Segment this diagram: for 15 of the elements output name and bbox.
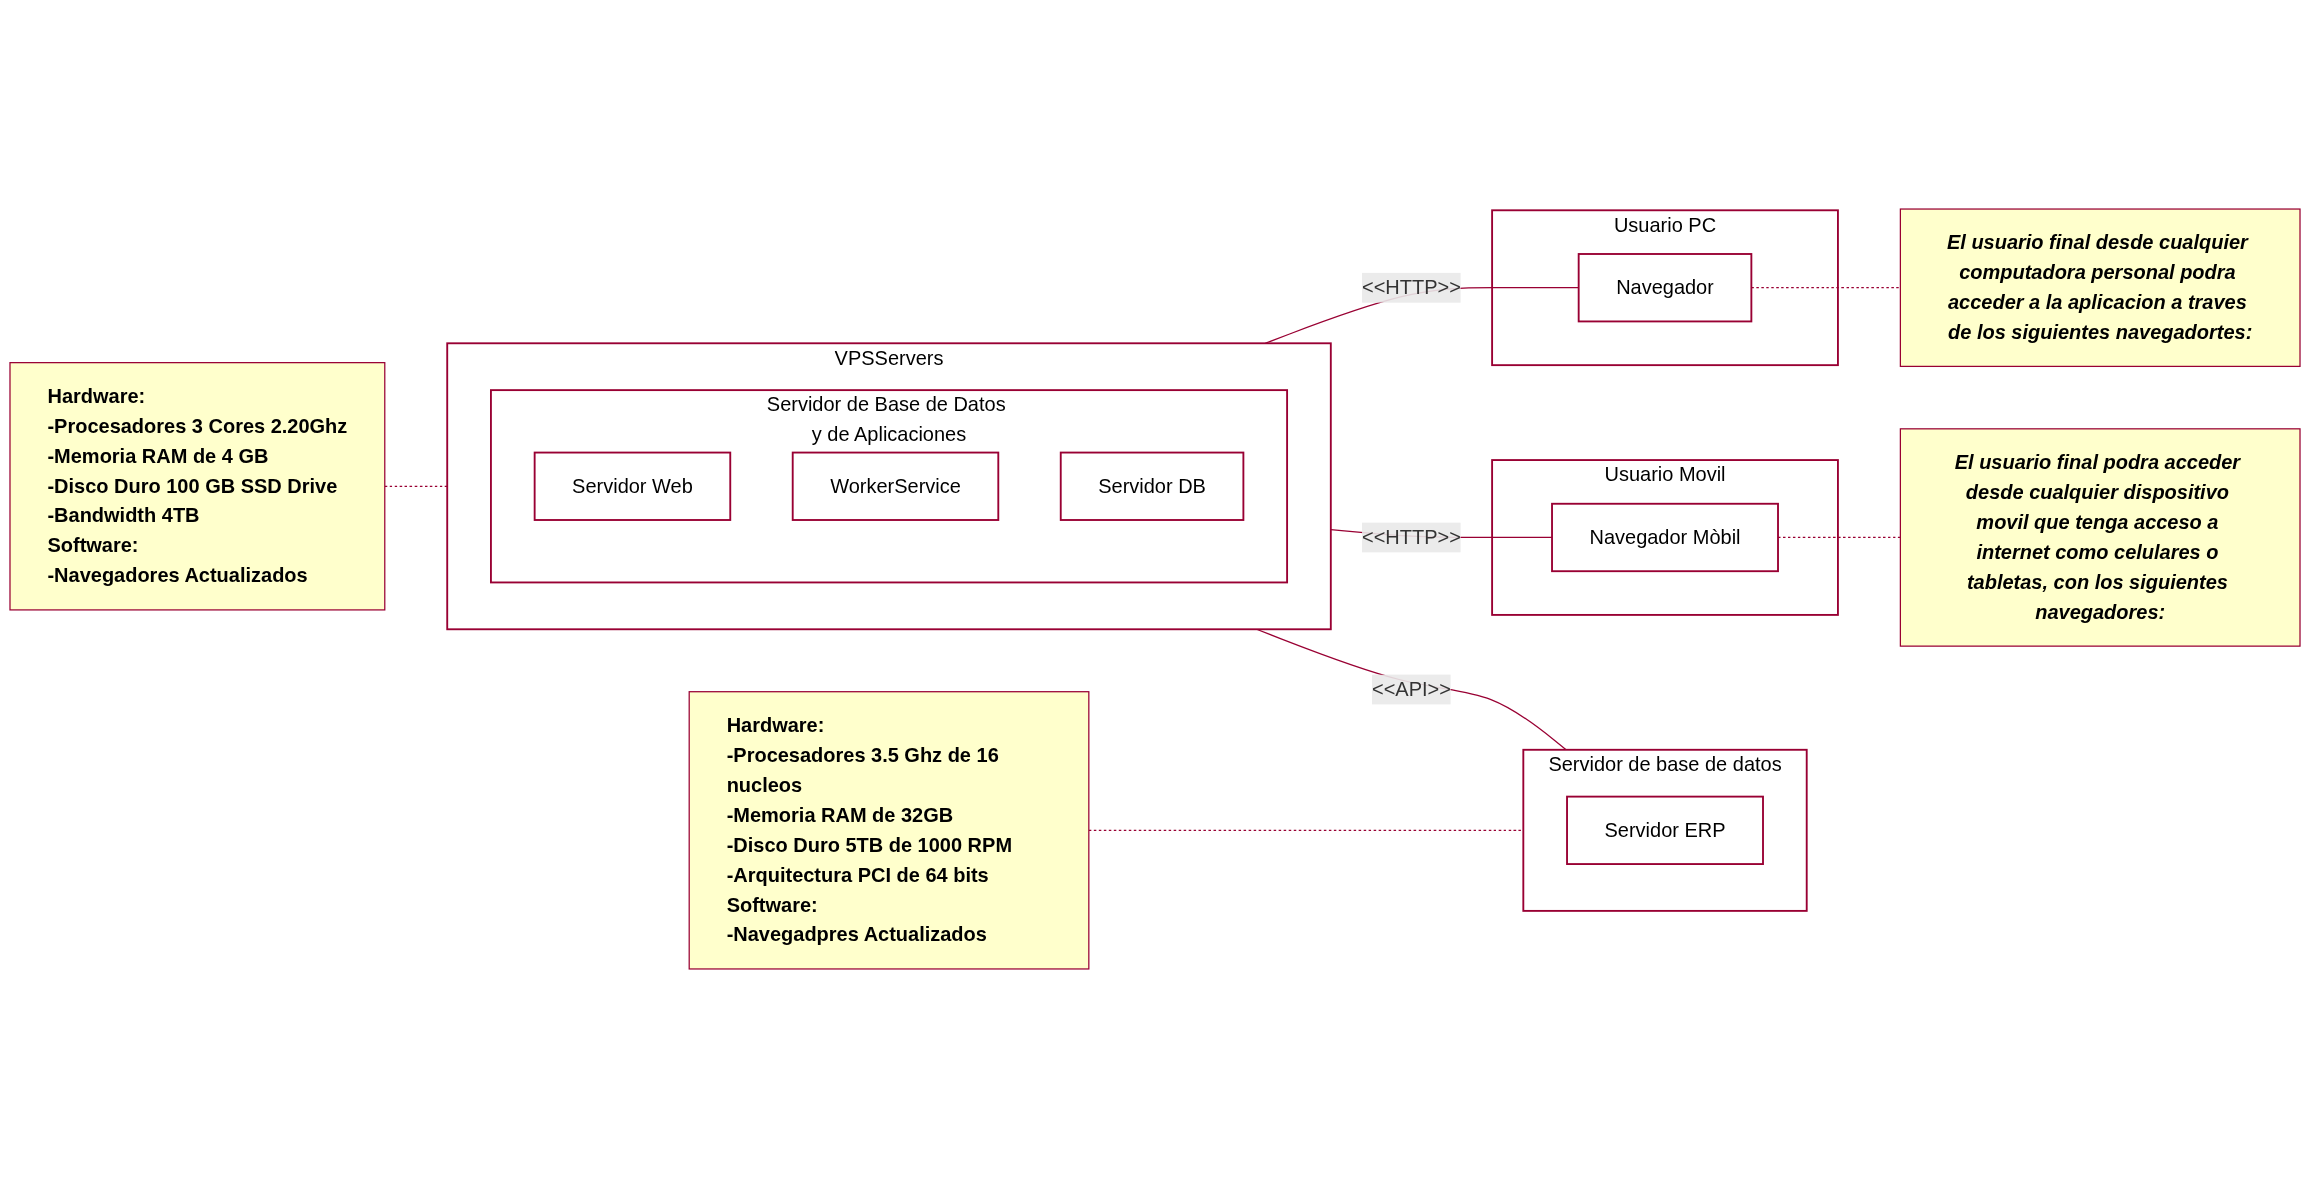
node-box: El usuario final desde cualquier computadora personal podra acceder a la aplicacion a traves de los siguientes navegadortes: bbox=[1899, 208, 2301, 367]
edge-label: <<API>> bbox=[1372, 678, 1451, 700]
edge-label: <<HTTP>> bbox=[1362, 526, 1461, 548]
connector bbox=[1088, 829, 1524, 831]
node-box: Hardware: -Procesadores 3 Cores 2.20Ghz -Memoria RAM de 4 GB -Disco Duro 100 GB SSD Drive -Bandwidth 4TB Software: -Navegadores Actualizados bbox=[9, 362, 386, 611]
node-box: Servidor ERP bbox=[1566, 795, 1764, 865]
node-box: El usuario final podra acceder desde cualquier dispositivo movil que tenga acceso a internet como celulares o tabletas, con los siguientes navegadores: bbox=[1899, 428, 2301, 647]
edge-label: <<HTTP>> bbox=[1362, 276, 1461, 298]
node-box: Navegador Mòbil bbox=[1551, 502, 1779, 573]
node-box: Servidor Web bbox=[533, 451, 732, 521]
node-box: WorkerService bbox=[791, 451, 1000, 521]
connector bbox=[384, 485, 448, 487]
node-box: Servidor DB bbox=[1059, 451, 1245, 521]
node-box: Navegador bbox=[1577, 253, 1753, 323]
node-box: Hardware: -Procesadores 3.5 Ghz de 16 nucleos -Memoria RAM de 32GB -Disco Duro 5TB de 1000 RPM -Arquitectura PCI de 64 bits Software: -Navegadpres Actualizados bbox=[688, 691, 1090, 970]
